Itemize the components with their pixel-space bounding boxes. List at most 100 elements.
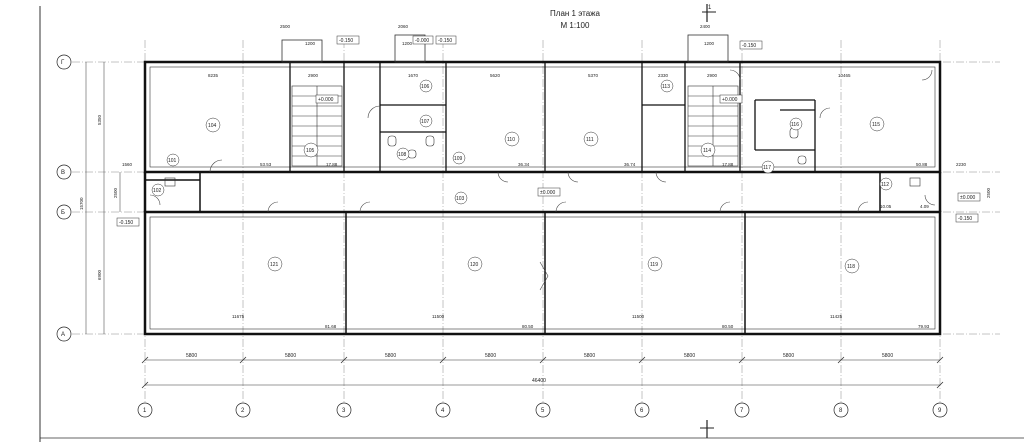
section-mark-label-top: 1 — [708, 5, 712, 11]
axis-number-9: 9 — [938, 408, 942, 414]
room-tag-105: 105 — [306, 148, 315, 154]
total-length-dim: 46400 — [532, 378, 546, 384]
top-room-dims: 8235 2900 1670 5620 5370 2330 2900 10465 — [208, 73, 851, 78]
area-115: 50.88 — [916, 162, 928, 167]
level-right-low: -0.150 — [958, 216, 972, 222]
room-tag-119: 119 — [650, 262, 658, 268]
axis-number-8: 8 — [839, 408, 843, 414]
axis-number-3: 3 — [342, 408, 346, 414]
dimension-ticks — [141, 356, 944, 389]
number-axis-markers: 1 2 3 4 5 6 7 8 9 — [137, 402, 948, 418]
level-corridor: ±0.000 — [540, 190, 555, 196]
room-dim-115: 10465 — [838, 73, 851, 78]
left-dimension-labels: 5350 1560 2500 6900 15700 — [79, 114, 133, 280]
axis-number-1: 1 — [143, 408, 147, 414]
room-tag-114: 114 — [703, 148, 711, 154]
section-mark-top: 1 — [702, 4, 716, 22]
room-tag-102: 102 — [153, 188, 162, 194]
span-dim-1: 5800 — [186, 353, 197, 359]
section-mark-bottom — [700, 420, 714, 438]
area-119: 80.50 — [722, 324, 734, 329]
left-dim-3: 2500 — [113, 187, 118, 198]
level-top-mid-b: -0.150 — [438, 38, 452, 44]
area-114: 17.88 — [722, 162, 734, 167]
span-dim-6: 5800 — [684, 353, 695, 359]
level-top-left: -0.150 — [339, 38, 353, 44]
axis-number-6: 6 — [640, 408, 644, 414]
top-dim-3: 2060 — [398, 24, 409, 29]
room-tag-106: 106 — [421, 84, 430, 90]
room-tag-121: 121 — [270, 262, 279, 268]
area-112: 10.05 — [880, 204, 892, 209]
area-105: 17.88 — [326, 162, 338, 167]
room-dim-111: 5370 — [588, 73, 599, 78]
room-dim-113: 2330 — [658, 73, 669, 78]
room-dim-106: 1670 — [408, 73, 419, 78]
wall-inner-lines — [149, 66, 936, 330]
axis-letter-V: В — [61, 170, 65, 176]
axis-number-7: 7 — [740, 408, 744, 414]
span-dim-2: 5800 — [285, 353, 296, 359]
room-tag-112: 112 — [881, 182, 889, 188]
left-dimension-lines — [85, 62, 121, 334]
span-dim-4: 5800 — [485, 353, 496, 359]
axis-number-4: 4 — [441, 408, 445, 414]
plan-title: План 1 этажа — [550, 9, 600, 18]
axis-letter-G: Г — [61, 60, 65, 66]
room-tag-113: 113 — [662, 84, 670, 90]
room-tags: 104 105 106 110 111 113 114 115 101 107 … — [151, 79, 893, 274]
top-dim-6: 1200 — [704, 41, 715, 46]
entry-porches — [281, 34, 729, 63]
level-marks: -0.150 -0.000 -0.150 -0.150 +0.000 +0.00… — [116, 35, 981, 227]
level-stair-left: +0.000 — [318, 97, 334, 103]
plan-scale: М 1:100 — [560, 21, 590, 30]
room-tag-116: 116 — [791, 122, 799, 128]
top-dim-1: 2500 — [280, 24, 291, 29]
room-tag-109: 109 — [454, 156, 463, 162]
room-tag-117: 117 — [763, 165, 771, 171]
room-tag-111: 111 — [586, 137, 594, 143]
axis-number-5: 5 — [541, 408, 545, 414]
top-dimensions: 2500 1200 2060 1200 2400 1200 — [280, 24, 715, 46]
area-111: 36.74 — [624, 162, 636, 167]
room-tag-108: 108 — [398, 152, 407, 158]
room-tag-115: 115 — [872, 122, 880, 128]
level-top-mid-a: -0.000 — [415, 38, 429, 44]
area-104: 53.53 — [260, 162, 272, 167]
left-dim-4: 6900 — [97, 269, 102, 280]
letter-axis-markers: Г В Б А — [56, 54, 72, 342]
span-dim-7: 5800 — [783, 353, 794, 359]
room-dim-114: 2900 — [707, 73, 718, 78]
outer-walls — [143, 60, 942, 336]
plan-title-block: План 1 этажа М 1:100 — [520, 8, 630, 32]
room-dim-121: 11675 — [232, 314, 245, 319]
area-121: 81.68 — [325, 324, 337, 329]
axis-number-2: 2 — [241, 408, 245, 414]
room-tag-107: 107 — [421, 119, 430, 125]
room-areas: 53.53 17.88 36.34 36.74 17.88 50.88 10.0… — [260, 162, 930, 329]
bottom-partitions — [345, 212, 746, 334]
span-dim-8: 5800 — [882, 353, 893, 359]
room-dim-118: 11425 — [830, 314, 843, 319]
room-tag-118: 118 — [847, 264, 855, 270]
right-dim-1: 2230 — [956, 162, 967, 167]
axis-letter-A: А — [61, 332, 65, 338]
top-dim-5: 2400 — [700, 24, 711, 29]
room-dim-119: 11500 — [632, 314, 645, 319]
span-dimension-labels: 5800 5800 5800 5800 5800 5800 5800 5800 … — [186, 353, 893, 384]
axis-letter-B: Б — [61, 210, 65, 216]
area-120: 80.50 — [522, 324, 534, 329]
area-118: 79.93 — [918, 324, 930, 329]
span-dim-5: 5800 — [584, 353, 595, 359]
top-dim-4: 1200 — [402, 41, 413, 46]
room-tag-104: 104 — [208, 123, 217, 129]
door-swings — [149, 69, 936, 291]
room-tag-120: 120 — [470, 262, 479, 268]
level-right-entry: ±0.000 — [960, 195, 975, 201]
top-partitions — [289, 62, 816, 172]
bottom-room-dims: 11675 11500 11500 11425 — [232, 314, 843, 319]
span-dim-3: 5800 — [385, 353, 396, 359]
top-dim-2: 1200 — [305, 41, 316, 46]
room-dim-120: 11500 — [432, 314, 445, 319]
